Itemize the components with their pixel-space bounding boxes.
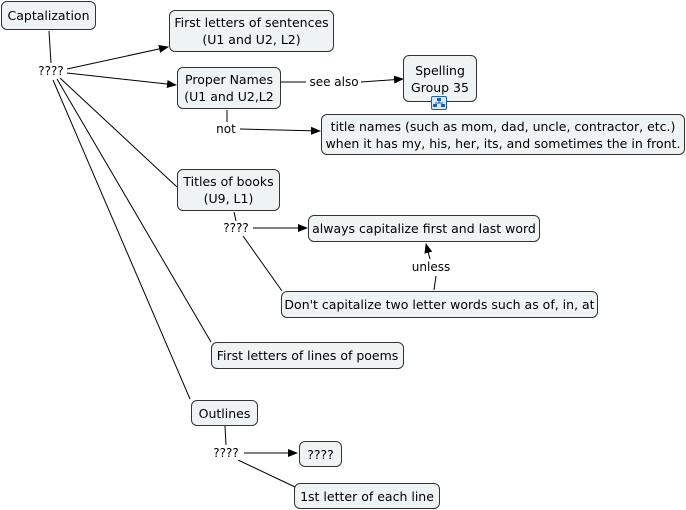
node-titles-of-books[interactable]: Titles of books (U9, L1)	[177, 169, 280, 211]
node-titles-of-books-line2: (U9, L1)	[203, 191, 254, 206]
node-proper-names-line2: (U1 and U2,L2	[184, 89, 274, 104]
arrow-to-proper-names	[66, 72, 177, 88]
node-title-names[interactable]: title names (such as mom, dad, uncle, co…	[321, 114, 685, 155]
connector-to-dont-capitalize	[242, 235, 283, 292]
node-captalization[interactable]: Captalization	[1, 1, 96, 30]
node-proper-names-line1: Proper Names	[185, 72, 273, 87]
connector-to-outlines	[52, 79, 191, 400]
connector-to-poems	[56, 78, 212, 343]
node-unknown-box[interactable]: ????	[299, 441, 342, 467]
node-always-capitalize-label: always capitalize first and last word	[312, 221, 536, 236]
link-label-not[interactable]: not	[214, 122, 238, 136]
connector-dont-to-unless	[433, 275, 437, 291]
connector-to-first-letter-each-line	[237, 459, 296, 488]
node-title-names-line1: title names (such as mom, dad, uncle, co…	[330, 118, 676, 134]
node-first-letter-each-line[interactable]: 1st letter of each line	[294, 483, 440, 509]
link-label-unless[interactable]: unless	[409, 260, 453, 274]
node-first-letters-sentences[interactable]: First letters of sentences (U1 and U2, L…	[169, 10, 334, 52]
node-titles-of-books-line1: Titles of books	[183, 174, 274, 189]
link-label-see-also[interactable]: see also	[307, 75, 361, 89]
node-proper-names[interactable]: Proper Names (U1 and U2,L2	[177, 67, 281, 109]
node-unknown-box-label: ????	[307, 446, 334, 462]
node-spelling-group-line1: Spelling	[415, 62, 465, 78]
arrow-to-first-letters-sentences	[66, 45, 169, 70]
node-spelling-group-line2: Group 35	[411, 79, 469, 95]
link-label-root-question[interactable]: ????	[36, 64, 66, 78]
node-first-letters-sentences-line1: First letters of sentences	[174, 15, 329, 30]
arrow-to-title-names	[239, 126, 321, 135]
node-spelling-group[interactable]: Spelling Group 35	[403, 55, 477, 102]
node-dont-capitalize[interactable]: Don't capitalize two letter words such a…	[281, 291, 598, 318]
node-always-capitalize[interactable]: always capitalize first and last word	[308, 215, 540, 242]
connector-outlines-to-question	[224, 425, 227, 446]
arrow-to-spelling-group	[360, 75, 404, 84]
node-outlines-label: Outlines	[198, 405, 251, 421]
connector-root-to-question	[48, 30, 52, 64]
node-dont-capitalize-label: Don't capitalize two letter words such a…	[284, 297, 595, 312]
concept-map-resource-icon[interactable]	[431, 96, 447, 110]
node-first-letters-poems-label: First letters of lines of poems	[216, 348, 399, 363]
node-first-letter-each-line-label: 1st letter of each line	[300, 488, 434, 504]
node-first-letters-sentences-line2: (U1 and U2, L2)	[202, 32, 301, 47]
node-outlines[interactable]: Outlines	[191, 400, 258, 426]
node-title-names-line2: when it has my, his, her, its, and somet…	[325, 135, 681, 151]
arrow-to-always-from-unless	[424, 243, 433, 260]
node-captalization-label: Captalization	[7, 8, 90, 23]
link-label-outlines-question[interactable]: ????	[211, 446, 241, 460]
node-first-letters-poems[interactable]: First letters of lines of poems	[211, 342, 404, 369]
connector-to-titles-of-books	[59, 77, 178, 188]
link-label-books-question[interactable]: ????	[221, 221, 251, 235]
connector-books-to-question	[233, 211, 237, 222]
